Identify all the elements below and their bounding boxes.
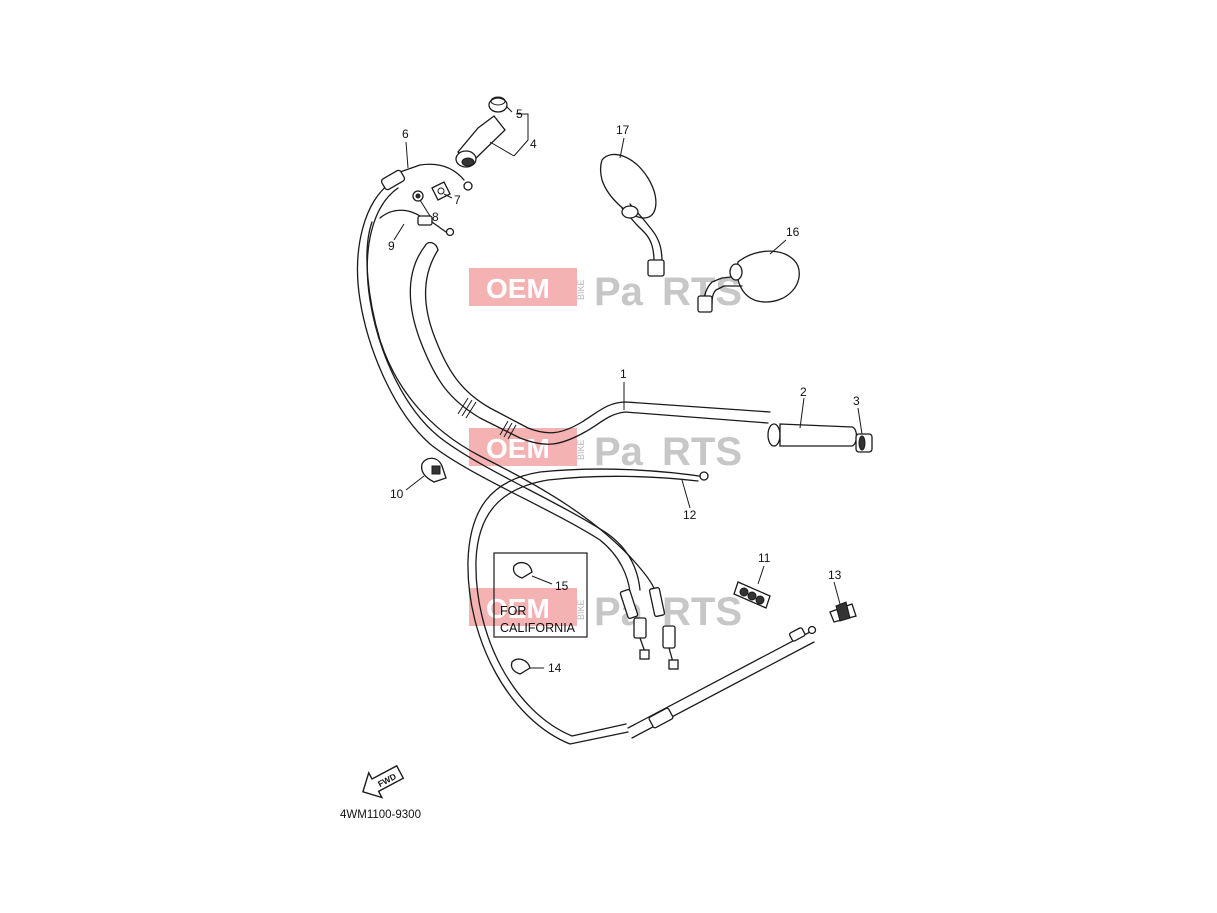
- svg-text:BIKE: BIKE: [576, 599, 586, 620]
- svg-text:BIKE: BIKE: [576, 279, 586, 300]
- svg-text:Pa: Pa: [594, 270, 644, 314]
- handlebar: [409, 241, 771, 445]
- mirror-left-17: [599, 153, 665, 277]
- fwd-arrow-icon: FWD: [362, 764, 405, 799]
- callout-3: 3: [853, 394, 860, 408]
- right-grip: [767, 423, 858, 447]
- california-inset: FOR CALIFORNIA: [493, 552, 588, 638]
- callout-10: 10: [390, 487, 404, 501]
- callout-13: 13: [828, 568, 842, 582]
- cable-holder-7: [431, 181, 451, 201]
- callout-2: 2: [800, 385, 807, 399]
- svg-text:Pa: Pa: [594, 430, 644, 474]
- clamp-10: [420, 457, 447, 483]
- callout-5: 5: [516, 107, 523, 121]
- clutch-cable: [467, 468, 817, 745]
- svg-text:FOR: FOR: [500, 604, 526, 618]
- callout-12: 12: [683, 508, 697, 522]
- svg-text:OEM: OEM: [486, 433, 550, 464]
- callout-14: 14: [548, 661, 562, 675]
- callout-labels: 1 2 3 4 5 6 7 8 9 10 11 12 13 14 15 16 1…: [388, 107, 860, 675]
- diagram-code: 4WM1100-9300: [340, 809, 421, 821]
- callout-7: 7: [454, 193, 461, 207]
- cable-end-left: [619, 589, 650, 660]
- throttle-cable-9: [366, 209, 657, 597]
- cable-end-right: [648, 586, 679, 670]
- callout-8: 8: [432, 210, 439, 224]
- throttle-cable-6: [356, 163, 641, 593]
- svg-text:OEM: OEM: [486, 593, 550, 624]
- svg-text:CALIFORNIA: CALIFORNIA: [500, 621, 576, 635]
- leader-lines: [393, 105, 863, 669]
- mirror-right-16: [697, 250, 800, 313]
- adjuster-13: [829, 601, 857, 623]
- callout-9: 9: [388, 239, 395, 253]
- bar-end-weight: [855, 433, 873, 453]
- callout-1: 1: [620, 367, 627, 381]
- callout-16: 16: [786, 225, 800, 239]
- callout-11: 11: [758, 551, 771, 565]
- svg-text:RTS: RTS: [662, 430, 742, 474]
- holder-11: [733, 581, 771, 609]
- grip-end-cap: [488, 96, 508, 113]
- callout-6: 6: [402, 127, 409, 141]
- callout-15: 15: [555, 579, 569, 593]
- callout-17: 17: [616, 123, 630, 137]
- svg-text:BIKE: BIKE: [576, 439, 586, 460]
- watermark-middle: OEM BIKE Pa RTS: [469, 428, 742, 474]
- screw-8: [412, 190, 424, 202]
- callout-4: 4: [530, 137, 537, 151]
- throttle-grip: [455, 115, 506, 168]
- clamp-14: [510, 658, 531, 675]
- svg-text:OEM: OEM: [486, 273, 550, 304]
